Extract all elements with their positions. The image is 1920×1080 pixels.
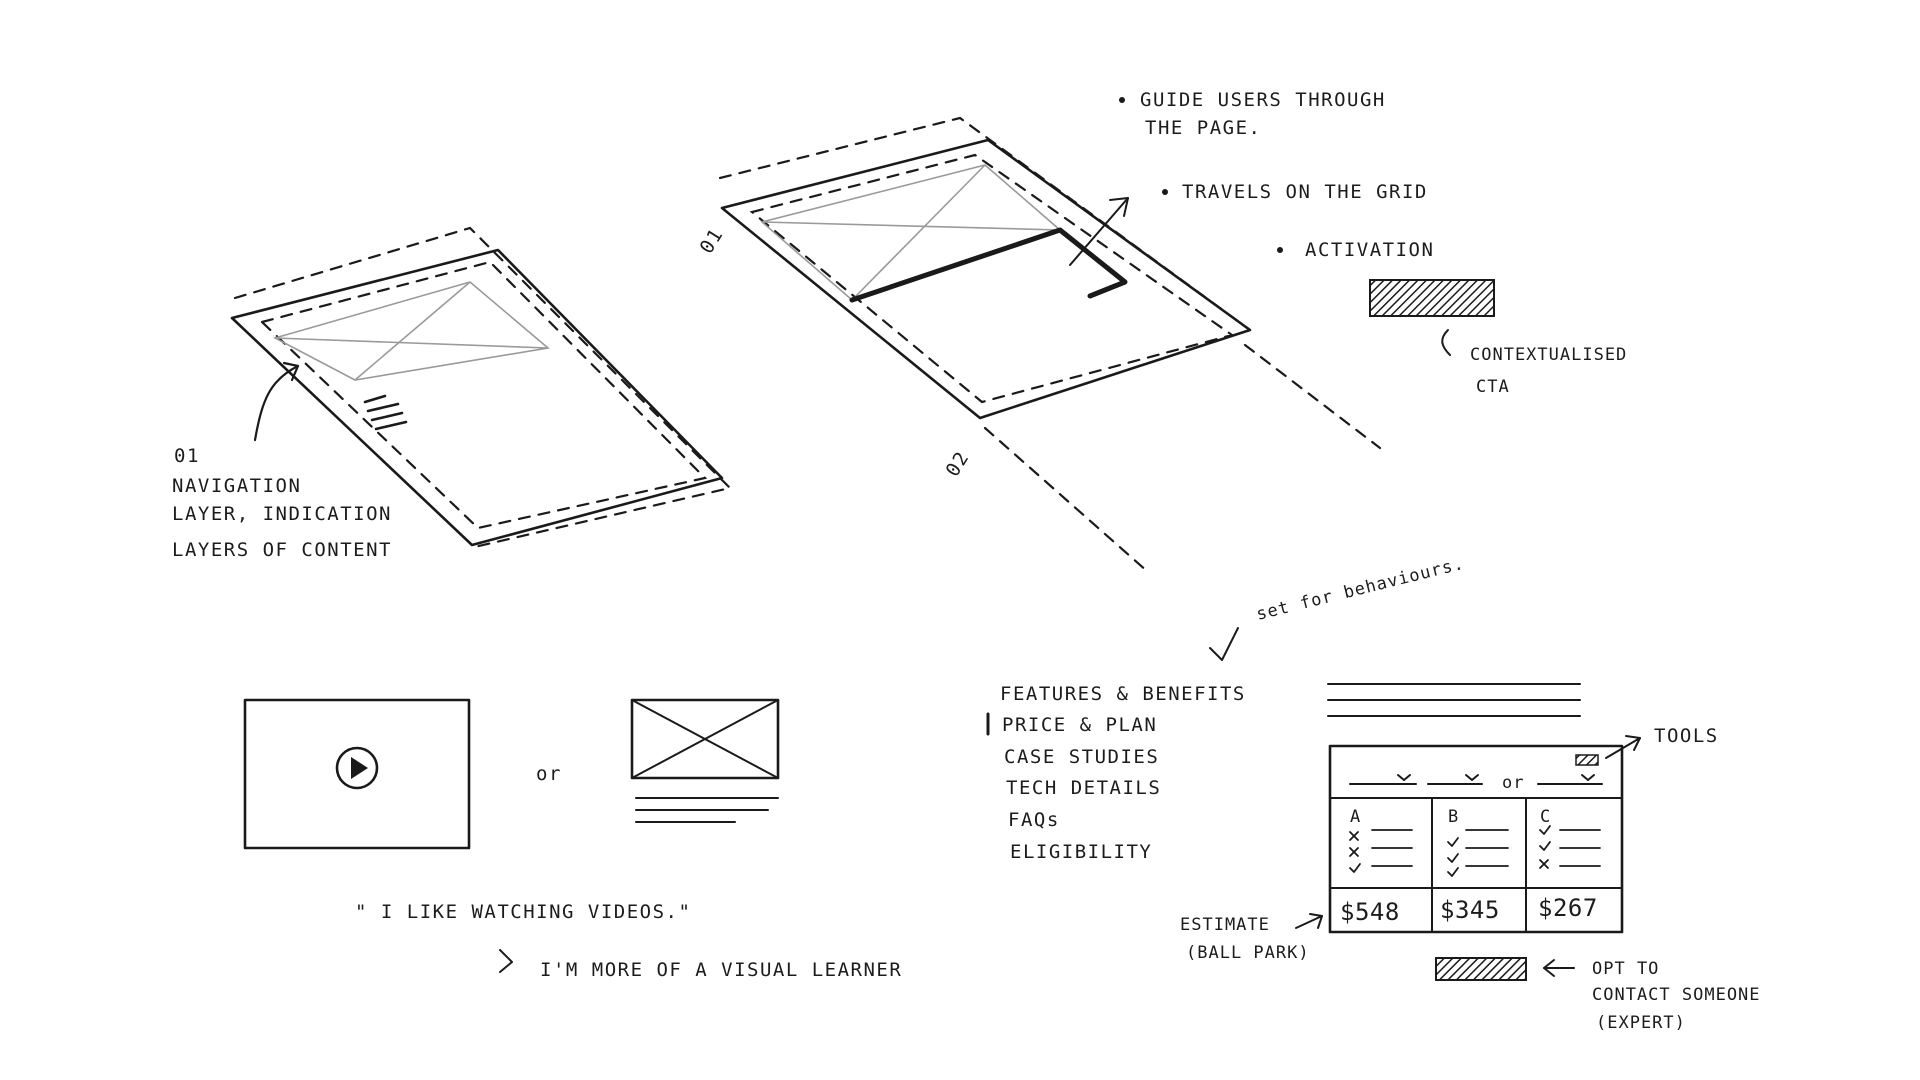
- play-triangle: [351, 757, 368, 779]
- column-b-label: B: [1448, 807, 1459, 827]
- menu-item-price: PRICE & PLAN: [1002, 714, 1157, 736]
- pricing-table-sketch: TOOLS or A B C $548 $345: [1180, 683, 1761, 1033]
- video-frame: [243, 698, 471, 850]
- cta-note-line1: CONTEXTUALISED: [1470, 345, 1627, 365]
- contact-button-sketch: [1435, 957, 1527, 981]
- wireframe-sketch-2: 01 02 GUIDE USERS THROUGH THE PAGE. TRAV…: [696, 89, 1627, 574]
- direction-arrow: [1069, 197, 1129, 266]
- contact-note-line1: OPT TO: [1592, 959, 1659, 979]
- sketch2-label-02: 02: [942, 447, 974, 481]
- image-placeholder-cross: [761, 221, 1061, 231]
- menu-item-case-studies: CASE STUDIES: [1004, 746, 1159, 768]
- bullet-guide-line1: GUIDE USERS THROUGH: [1140, 89, 1386, 111]
- behaviours-arrow: [1209, 627, 1239, 661]
- bullet-dot: [1162, 189, 1168, 195]
- contact-note-line3: (EXPERT): [1596, 1013, 1686, 1033]
- media-quote: " I LIKE WATCHING VIDEOS.": [355, 901, 691, 923]
- guide-highlight: [849, 227, 1128, 303]
- inner-dashed-frame-2: [749, 153, 1235, 404]
- menu-item-eligibility: ELIGIBILITY: [1010, 841, 1152, 863]
- sketch1-label-01: 01: [174, 445, 200, 467]
- filter-or-label: or: [1502, 773, 1524, 793]
- price-a: $548: [1340, 898, 1400, 926]
- direction-arrow-head: [1109, 197, 1129, 217]
- tools-arrow: [1605, 737, 1641, 759]
- price-b: $345: [1440, 896, 1500, 924]
- sketch1-note-line3: LAYERS OF CONTENT: [172, 539, 392, 561]
- cta-note-line2: CTA: [1476, 377, 1510, 397]
- behaviours-menu: set for behaviours. FEATURES & BENEFITS …: [986, 554, 1466, 863]
- image-placeholder-cross: [274, 337, 549, 349]
- image-frame-cross: [631, 699, 779, 779]
- estimate-arrow: [1295, 915, 1323, 929]
- menu-item-tech: TECH DETAILS: [1006, 777, 1161, 799]
- contact-note-line2: CONTACT SOMEONE: [1592, 985, 1761, 1005]
- extension-dashed-line: [1243, 343, 1382, 450]
- bullet-dot: [1277, 247, 1283, 253]
- extension-dashed-line: [983, 426, 1150, 574]
- image-placeholder-cross: [354, 281, 471, 381]
- feature-lines: [1371, 829, 1601, 867]
- tools-icon: [1575, 754, 1599, 766]
- bullet-dot: [1119, 97, 1125, 103]
- media-reason: I'M MORE OF A VISUAL LEARNER: [540, 959, 902, 981]
- estimate-arrow-head: [1309, 913, 1323, 929]
- cta-arrow: [1441, 329, 1451, 356]
- sketch1-note-line2: LAYER, INDICATION: [172, 503, 392, 525]
- image-placeholder-cross: [851, 164, 986, 301]
- contact-arrow-head: [1543, 959, 1555, 977]
- behaviours-note: set for behaviours.: [1254, 554, 1466, 625]
- media-options: or " I LIKE WATCHING VIDEOS." I'M MORE O…: [243, 698, 902, 981]
- text-lines: [635, 797, 779, 823]
- phone-frame: [230, 248, 724, 547]
- sketch1-note-line1: NAVIGATION: [172, 475, 301, 497]
- image-frame: [630, 698, 780, 780]
- pointer-arrow: [253, 364, 300, 442]
- column-a-label: A: [1350, 807, 1361, 827]
- estimate-note-line1: ESTIMATE: [1180, 915, 1270, 935]
- play-icon: [335, 746, 379, 790]
- dashed-layer-top: [718, 116, 1252, 332]
- filter-dropdowns: [1349, 774, 1603, 785]
- wireframe-sketch-1: 01 NAVIGATION LAYER, INDICATION LAYERS O…: [172, 226, 733, 561]
- check-marks: [1349, 825, 1551, 877]
- pointer-arrow-head: [282, 361, 300, 382]
- bullet-travels: TRAVELS ON THE GRID: [1182, 181, 1428, 203]
- menu-item-features: FEATURES & BENEFITS: [1000, 683, 1246, 705]
- cta-button-sketch: [1369, 279, 1495, 317]
- price-c: $267: [1538, 894, 1598, 922]
- dashed-layer-outline: [233, 226, 733, 550]
- nav-indicator-icon: [363, 394, 408, 431]
- sketch2-label-01: 01: [696, 224, 728, 258]
- reason-arrow: [499, 949, 513, 973]
- estimate-note-line2: (BALL PARK): [1186, 943, 1310, 963]
- menu-item-faqs: FAQs: [1008, 809, 1060, 831]
- media-or-label: or: [536, 763, 562, 785]
- table-frame: [1328, 744, 1624, 934]
- tools-arrow-head: [1625, 735, 1641, 751]
- cross-marks: [1349, 831, 1549, 869]
- header-lines: [1327, 683, 1581, 717]
- phone-frame-2: [720, 138, 1252, 420]
- inner-dashed-frame: [259, 260, 708, 530]
- tools-label: TOOLS: [1654, 725, 1719, 747]
- bullet-activation: ACTIVATION: [1305, 239, 1434, 261]
- column-c-label: C: [1540, 807, 1551, 827]
- bullet-guide-line2: THE PAGE.: [1145, 117, 1261, 139]
